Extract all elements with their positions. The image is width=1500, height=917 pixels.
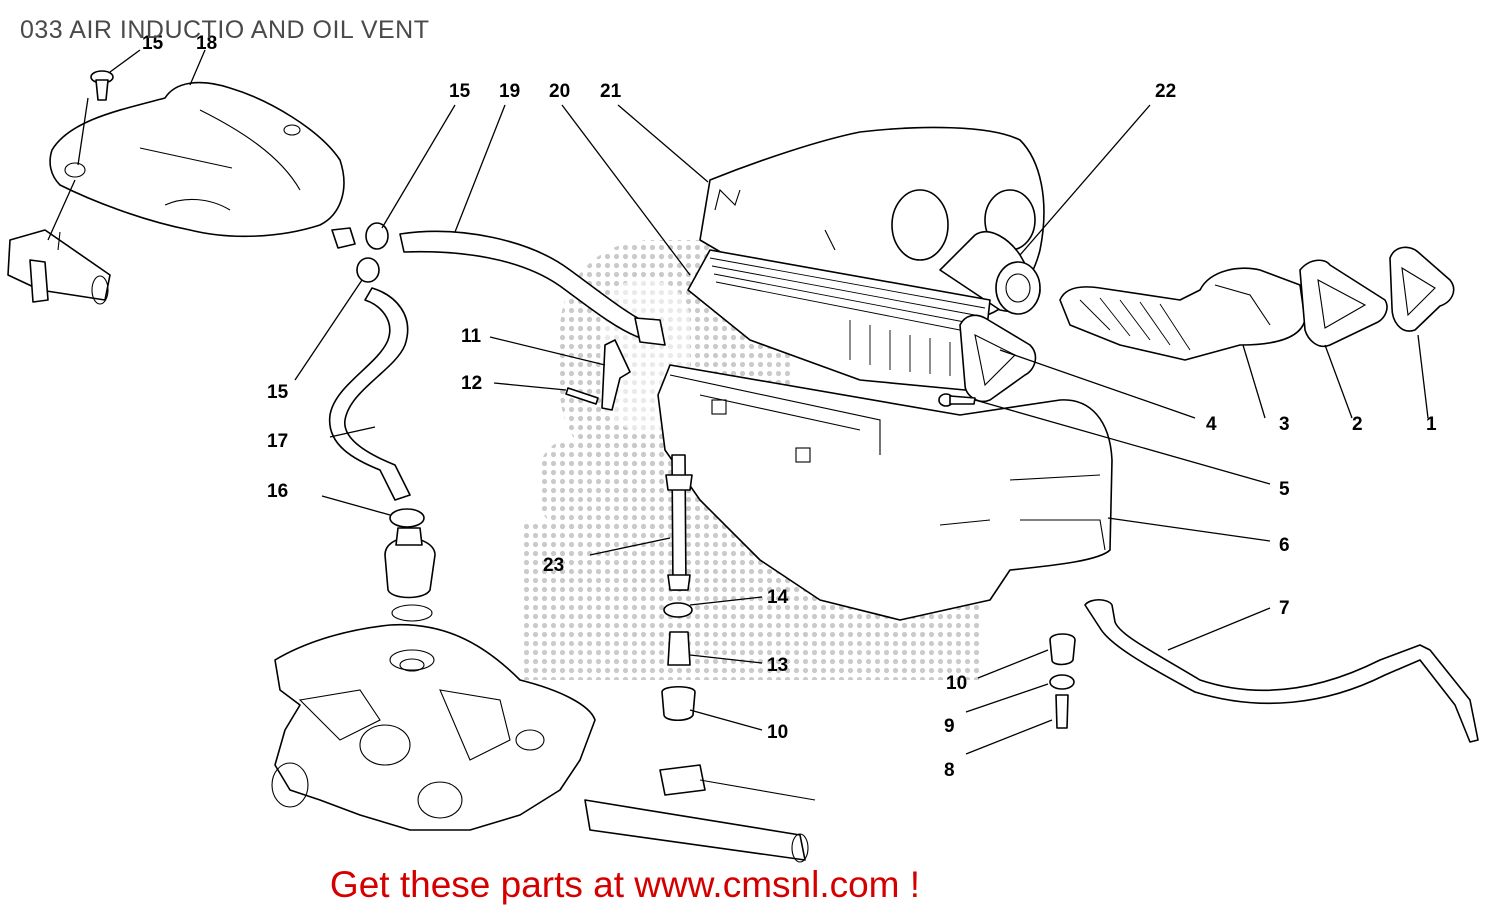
breather-fitting xyxy=(384,527,436,622)
callout-8: 8 xyxy=(944,760,955,781)
callout-17: 15 xyxy=(142,33,164,54)
callout-5: 5 xyxy=(1279,479,1290,500)
hose-clamps xyxy=(356,222,425,528)
airbox-base xyxy=(657,364,1113,621)
frame-tube xyxy=(584,764,816,863)
callout-19: 19 xyxy=(499,81,520,102)
callout-3: 3 xyxy=(1279,414,1290,435)
intake-duct xyxy=(1059,267,1306,361)
leader-lines xyxy=(47,49,1429,755)
callout-22: 22 xyxy=(1155,81,1176,102)
oil-vent-reservoir xyxy=(49,81,356,249)
retaining-clip xyxy=(565,339,631,411)
footer-link-text[interactable]: Get these parts at www.cmsnl.com ! xyxy=(329,864,921,905)
callout-7: 7 xyxy=(1279,598,1290,619)
callout-2: 2 xyxy=(1352,414,1363,435)
page-title: 033 AIR INDUCTIO AND OIL VENT xyxy=(20,16,430,44)
callout-1: 1 xyxy=(1426,414,1437,435)
callout-20: 20 xyxy=(549,81,570,102)
callout-9: 9 xyxy=(944,716,955,737)
screw xyxy=(90,70,114,101)
breather-hose xyxy=(399,230,666,346)
callout-6: 6 xyxy=(1279,535,1290,556)
mounting-hardware xyxy=(1049,633,1076,729)
frame-bracket xyxy=(7,229,111,305)
callout-16: 17 xyxy=(267,431,288,452)
drain-tube xyxy=(1084,598,1479,743)
intake-gasket xyxy=(959,314,1037,403)
callout-10: 10 xyxy=(946,673,967,694)
vent-hose xyxy=(328,287,411,501)
callout-11: 11 xyxy=(461,326,482,347)
callout-18: 18 xyxy=(196,33,217,54)
callout-14: 14 xyxy=(767,587,789,608)
mounting-stud xyxy=(661,454,696,722)
callout-12: 12 xyxy=(461,373,482,394)
gasket-flange xyxy=(1299,259,1388,348)
callout-15: 15 xyxy=(267,382,289,403)
gasket-ring xyxy=(1389,246,1455,332)
callout-4: 4 xyxy=(1206,414,1217,435)
callout-15: 15 xyxy=(449,81,471,102)
callout-15: 16 xyxy=(267,481,288,502)
callout-labels: 15 18 15 19 20 21 22 11 12 15 17 16 23 1… xyxy=(142,33,1437,781)
velocity-stack xyxy=(939,231,1041,315)
crankcase-cover xyxy=(271,623,596,831)
callout-21: 21 xyxy=(600,81,622,102)
callout-23: 23 xyxy=(543,555,564,576)
bolt xyxy=(938,393,976,407)
callout-13: 13 xyxy=(767,655,788,676)
callout-10: 10 xyxy=(767,722,788,743)
